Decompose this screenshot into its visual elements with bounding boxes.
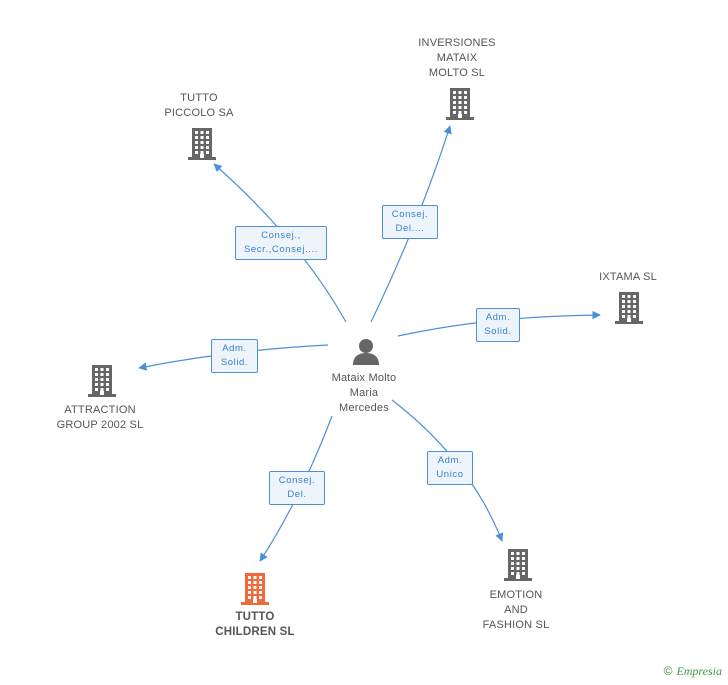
- company-label-ixtama[interactable]: IXTAMA SL: [599, 271, 657, 283]
- relation-label-emotion[interactable]: Adm. Unico: [427, 451, 473, 485]
- relation-label-ixtama[interactable]: Adm. Solid.: [476, 308, 520, 342]
- company-label-tutto-children[interactable]: TUTTO CHILDREN SL: [215, 611, 295, 638]
- building-icon-emotion[interactable]: [502, 547, 534, 581]
- building-icon-inversiones[interactable]: [444, 86, 476, 120]
- company-label-attraction[interactable]: ATTRACTION GROUP 2002 SL: [56, 404, 144, 431]
- center-person-label[interactable]: Mataix Molto Maria Mercedes: [331, 372, 397, 414]
- footer-brand: ©Empresia: [664, 664, 722, 679]
- company-label-emotion[interactable]: EMOTION AND FASHION SL: [482, 589, 550, 631]
- relation-label-tutto-piccolo[interactable]: Consej., Secr.,Consej....: [235, 226, 327, 260]
- company-label-tutto-piccolo[interactable]: TUTTO PICCOLO SA: [164, 92, 234, 119]
- building-icon-ixtama[interactable]: [613, 290, 645, 324]
- building-icon-tutto-children[interactable]: [239, 571, 271, 605]
- building-icon-attraction[interactable]: [86, 363, 118, 397]
- company-label-inversiones[interactable]: INVERSIONES MATAIX MOLTO SL: [418, 37, 496, 79]
- relation-label-attraction[interactable]: Adm. Solid.: [211, 339, 258, 373]
- relation-label-tutto-children[interactable]: Consej. Del.: [269, 471, 325, 505]
- person-icon[interactable]: [351, 336, 381, 366]
- copyright-icon: ©: [663, 664, 673, 678]
- brand-name: Empresia: [676, 664, 722, 678]
- building-icon-tutto-piccolo[interactable]: [186, 126, 218, 160]
- relation-label-inversiones[interactable]: Consej. Del....: [382, 205, 438, 239]
